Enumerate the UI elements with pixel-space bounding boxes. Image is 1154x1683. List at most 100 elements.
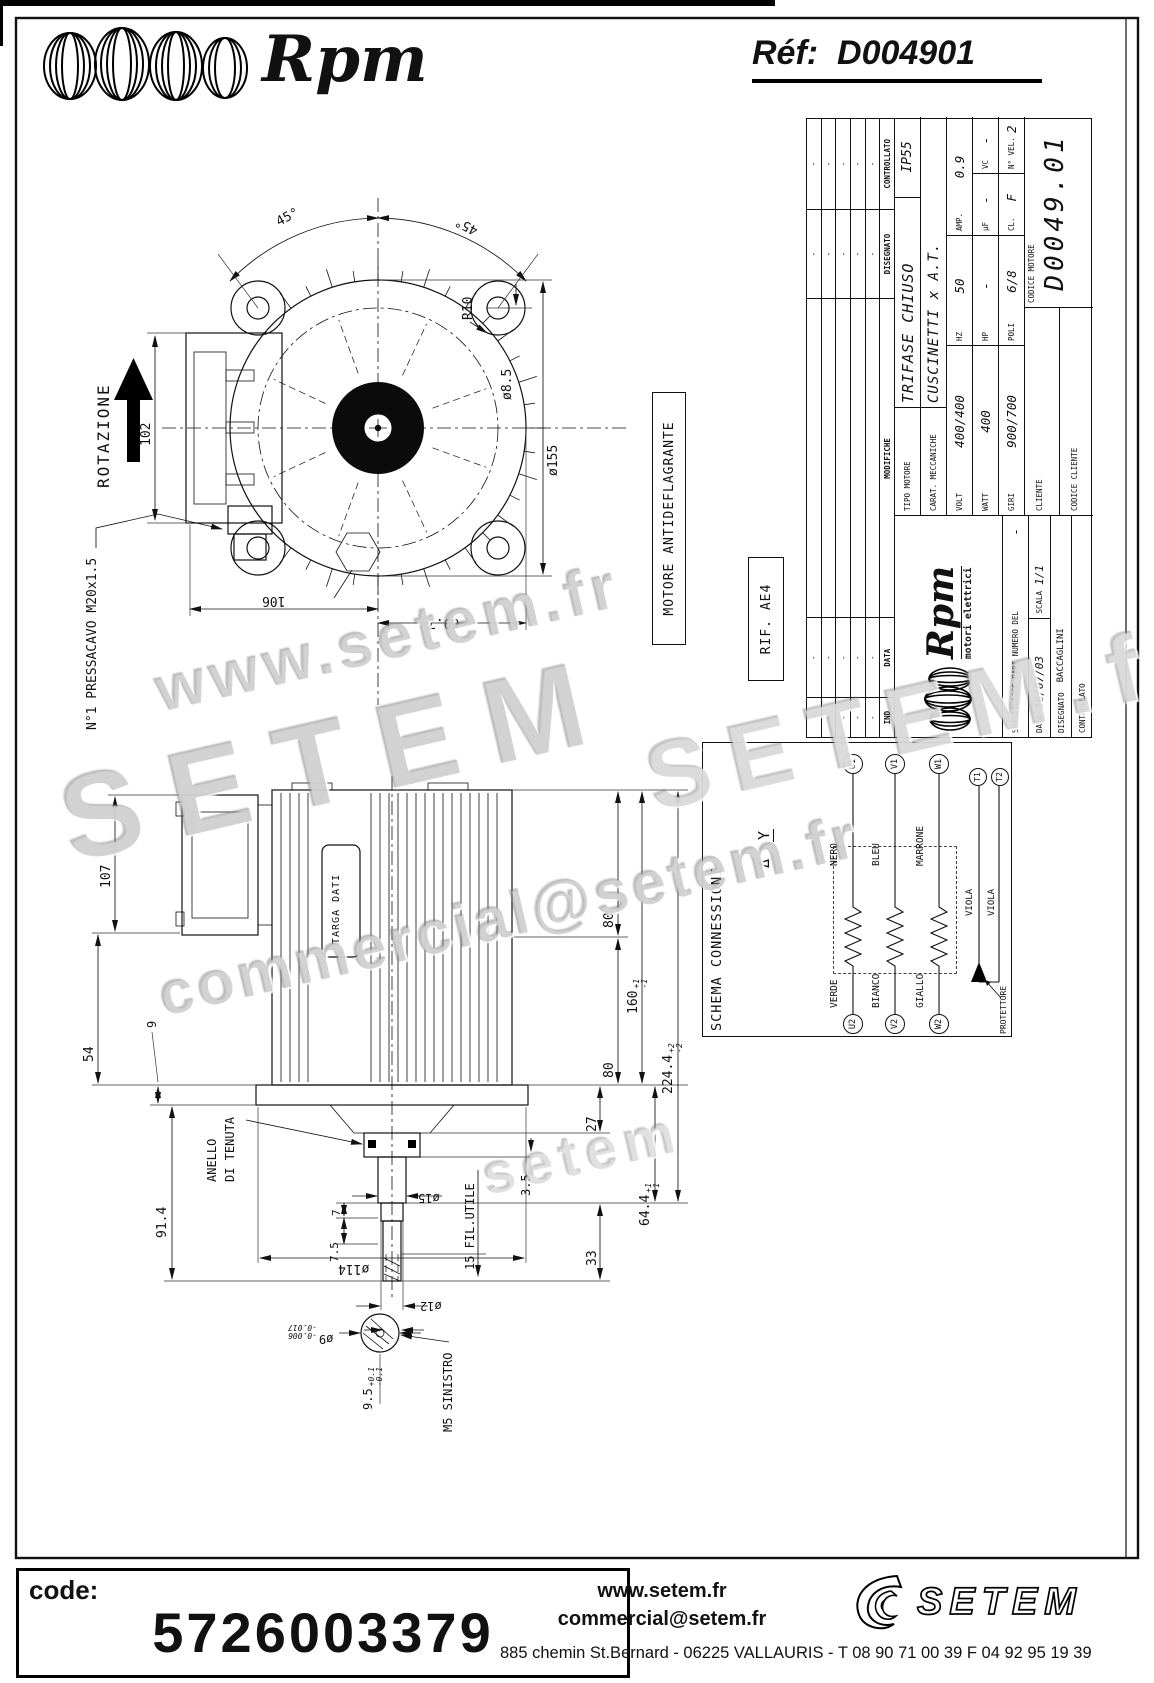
dim-102: 102 bbox=[139, 422, 154, 446]
rev-con: - bbox=[853, 161, 863, 167]
dim-91-4: 91.4 bbox=[155, 1206, 170, 1238]
code-value: 5726003379 bbox=[152, 1601, 494, 1664]
poli-value: 6/8 bbox=[1004, 270, 1019, 293]
scala-cell: SCALA 1/1 bbox=[1029, 516, 1050, 618]
dim-160-minus: -1 bbox=[640, 978, 650, 989]
uf-value: - bbox=[978, 196, 993, 204]
revision-header-row: IND DATA MODIFICHE DISEGNATO CONTROLLATO bbox=[880, 119, 895, 737]
dia-9-plus: -0.006 bbox=[288, 1330, 317, 1340]
code-label: code: bbox=[29, 1575, 99, 1605]
dim-r10: R10 bbox=[461, 296, 476, 320]
dim-224-value: 224.4 bbox=[661, 1054, 676, 1094]
anello-label-1: ANELLO bbox=[205, 1138, 219, 1182]
dim-dia-114: ø114 bbox=[338, 1261, 370, 1276]
terminal-w2: W2 bbox=[929, 1014, 949, 1034]
scan-artifact-left bbox=[0, 0, 3, 46]
terminal-v2: V2 bbox=[885, 1014, 905, 1034]
hz-label: HZ bbox=[955, 331, 964, 341]
tipo-label: TIPO MOTORE bbox=[903, 461, 912, 511]
dim-7: 7 bbox=[330, 1209, 343, 1216]
codice-cliente-cell: CODICE CLIENTE bbox=[1060, 308, 1094, 515]
rev-mod bbox=[836, 298, 851, 618]
tb-logo-sub: motori elettrici bbox=[961, 565, 974, 659]
ref-label: Réf: bbox=[752, 34, 819, 72]
watt-value: 400 bbox=[978, 410, 993, 433]
brand-logo-text: Rpm bbox=[262, 22, 428, 97]
rev-dis: - bbox=[865, 208, 880, 299]
color-verde: VERDE bbox=[829, 979, 840, 1008]
dim-7-5: 7.5 bbox=[328, 1242, 341, 1262]
cliente-codice-row: CLIENTE CODICE CLIENTE CODICE MOTORE D00… bbox=[1025, 117, 1093, 515]
tipo-value-cell: TRIFASE CHIUSO bbox=[895, 197, 920, 407]
codice-cliente-label: CODICE CLIENTE bbox=[1069, 447, 1079, 511]
pressacavo-label: N°1 PRESSACAVO M20x1.5 bbox=[85, 557, 100, 730]
codice-motore-cell: CODICE MOTORE D0049.01 bbox=[1025, 117, 1093, 307]
nvel-label: N° VEL. bbox=[1007, 137, 1016, 169]
revision-row: - - - - bbox=[851, 119, 866, 737]
dim-dia-9: ø9-0.006-0.017 bbox=[288, 1322, 333, 1345]
giri-label: GIRI bbox=[1007, 492, 1016, 511]
poli-label: POLI bbox=[1007, 322, 1016, 341]
amp-value: 0.9 bbox=[952, 155, 967, 179]
dim-160-value: 160 bbox=[626, 990, 641, 1014]
terminal-t1: T1 bbox=[969, 768, 987, 786]
schema-connessioni: SCHEMA CONNESSIONI Δ Y U2 VERDE NERO U1 … bbox=[702, 742, 1012, 1037]
ip-cell: IP55 bbox=[895, 117, 920, 197]
nvel-value: 2 bbox=[1004, 125, 1019, 133]
footer-address: 885 chemin St.Bernard - 06225 VALLAURIS … bbox=[500, 1644, 1092, 1662]
reference-number: Réf: D004901 bbox=[752, 34, 1042, 83]
dim-outer-dia: ø155 bbox=[546, 444, 561, 476]
carat-label-cell: CARAT. MECCANICHE bbox=[921, 407, 946, 515]
rev-h-mod: MODIFICHE bbox=[880, 298, 895, 618]
carat-value-cell: CUSCINETTI x A.T. bbox=[921, 117, 946, 407]
dim-9-5: 9.5+0.1-0.1 bbox=[361, 1367, 385, 1410]
amp-cell: AMP.0.9 bbox=[947, 117, 972, 235]
shaft-end-detail-drawing bbox=[339, 1313, 450, 1404]
giri-value: 900/700 bbox=[1004, 395, 1019, 448]
rev-dis: - bbox=[807, 208, 821, 299]
cliente-column: CLIENTE CODICE CLIENTE bbox=[1025, 307, 1093, 515]
rpm-coils-logo-icon bbox=[43, 27, 248, 101]
cl-cell: CL.F bbox=[999, 173, 1024, 235]
ref-value: D004901 bbox=[837, 34, 976, 72]
tb-logo-text: Rpm bbox=[920, 565, 962, 659]
dim-64-value: 64.4 bbox=[638, 1194, 653, 1226]
uf-label: µF bbox=[981, 221, 990, 231]
dim-80b: 80 bbox=[602, 1062, 617, 1078]
dia-9-value: ø9 bbox=[318, 1331, 334, 1346]
codice-motore-value: D0049.01 bbox=[1040, 133, 1070, 291]
tipo-label-cell: TIPO MOTORE bbox=[895, 407, 920, 515]
poli-cell: POLI 6/8 bbox=[999, 235, 1024, 345]
rev-con: - bbox=[838, 161, 848, 167]
ip-value: IP55 bbox=[900, 141, 915, 173]
note-antideflagrante: MOTORE ANTIDEFLAGRANTE bbox=[652, 392, 686, 645]
hp-cell: HP- bbox=[973, 235, 998, 345]
rev-dis: - bbox=[851, 208, 865, 299]
carat-row: CARAT. MECCANICHE CUSCINETTI x A.T. bbox=[921, 117, 947, 515]
winding-v bbox=[885, 774, 905, 1014]
rev-dis: - bbox=[836, 208, 851, 299]
cliente-cell: CLIENTE bbox=[1025, 308, 1060, 515]
volt-label: VOLT bbox=[955, 492, 964, 511]
thread-label: M5 SINISTRO bbox=[441, 1352, 455, 1432]
terminal-u2: U2 bbox=[843, 1014, 863, 1034]
dim-9: 9 bbox=[145, 1020, 159, 1028]
rev-dis: - bbox=[821, 208, 836, 299]
sostituisce-value: - bbox=[1008, 528, 1023, 536]
rev-h-dis: DISEGNATO bbox=[880, 208, 895, 299]
hp-label: HP bbox=[981, 331, 990, 341]
footer-website: www.setem.fr bbox=[597, 1580, 727, 1602]
nvel-cell: N° VEL. 2 bbox=[999, 117, 1024, 173]
dim-33: 33 bbox=[585, 1250, 600, 1266]
scan-artifact-top bbox=[0, 0, 775, 6]
footer-email: commercial@setem.fr bbox=[557, 1608, 767, 1630]
vc-label: VC bbox=[981, 159, 990, 169]
giri-cell: GIRI 900/700 bbox=[999, 345, 1024, 515]
scala-label: SCALA bbox=[1035, 590, 1044, 614]
vc-cell: VC- bbox=[973, 117, 998, 173]
